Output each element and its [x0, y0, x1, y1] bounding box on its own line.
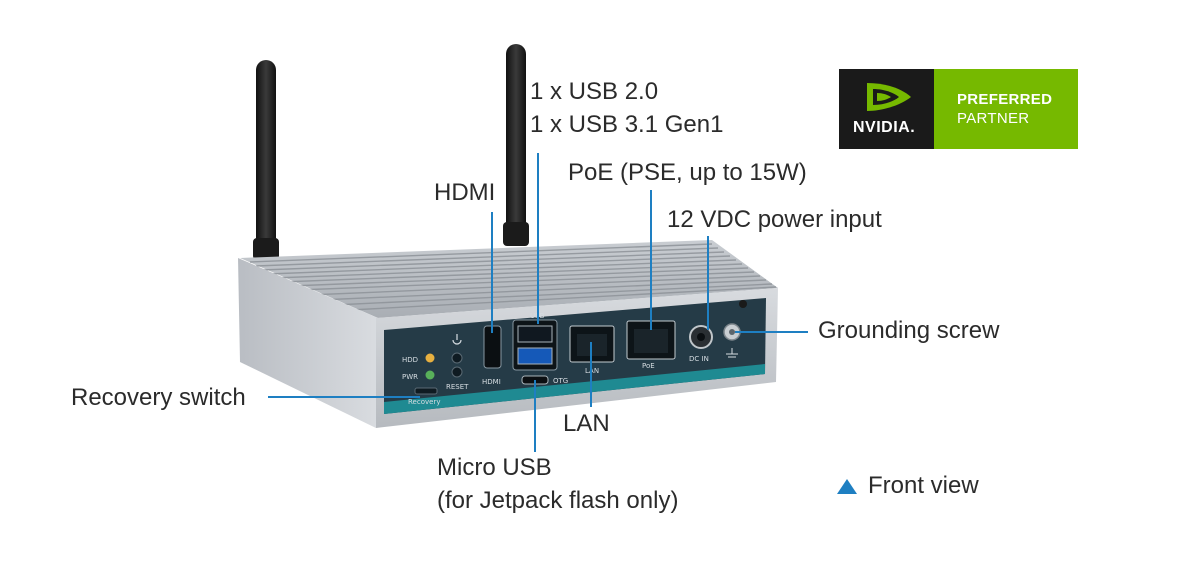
- dc-power-jack[interactable]: DC IN: [689, 325, 713, 363]
- status-leds: HDD PWR: [402, 353, 435, 381]
- legend-text: Front view: [868, 472, 979, 499]
- usb-label-line2: 1 x USB 3.1 Gen1: [530, 111, 724, 138]
- poe-marking: PoE: [642, 362, 655, 370]
- hdmi-marking: HDMI: [482, 378, 501, 386]
- heatsink-fins: [249, 243, 777, 311]
- nvidia-logo: NVIDIA.: [839, 69, 934, 149]
- recovery-label: Recovery switch: [71, 384, 246, 411]
- grounding-label: Grounding screw: [818, 317, 1000, 344]
- micro-usb-label-line1: Micro USB: [437, 454, 552, 481]
- lan-label: LAN: [563, 410, 610, 437]
- badge-line1: PREFERRED: [957, 91, 1053, 108]
- dc-in-marking: DC IN: [689, 355, 709, 363]
- badge-line2: PARTNER: [957, 110, 1030, 127]
- power-icon: [452, 334, 462, 345]
- lan-marking: LAN: [585, 367, 599, 375]
- otg-marking: OTG: [553, 377, 568, 385]
- view-legend: Front view: [836, 471, 979, 501]
- reset-button[interactable]: RESET: [446, 334, 469, 391]
- power-input-label: 12 VDC power input: [667, 206, 882, 233]
- antenna-right: [503, 44, 529, 246]
- poe-label: PoE (PSE, up to 15W): [568, 159, 807, 186]
- recovery-marking: Recovery: [408, 398, 440, 406]
- antenna-left: [253, 60, 279, 260]
- poe-port[interactable]: PoE: [626, 320, 676, 370]
- usb-label-line1: 1 x USB 2.0: [530, 78, 659, 105]
- badge-text: PREFERRED PARTNER: [934, 69, 1078, 149]
- reset-marking: RESET: [446, 383, 469, 391]
- micro-usb-port[interactable]: OTG: [521, 375, 568, 385]
- triangle-icon: [837, 479, 857, 494]
- nvidia-eye-icon: [867, 83, 911, 111]
- nvidia-wordmark: NVIDIA.: [853, 119, 916, 136]
- hdmi-label: HDMI: [434, 179, 496, 206]
- leader-lines: [268, 153, 808, 452]
- micro-usb-label-line2: (for Jetpack flash only): [437, 487, 679, 514]
- ground-icon: [726, 348, 738, 358]
- pwr-marking: PWR: [402, 373, 418, 381]
- usb-ports[interactable]: USB: [512, 312, 558, 371]
- recovery-switch[interactable]: Recovery: [408, 387, 440, 406]
- nvidia-partner-badge: NVIDIA. PREFERRED PARTNER: [839, 69, 1078, 149]
- hdd-marking: HDD: [402, 356, 418, 364]
